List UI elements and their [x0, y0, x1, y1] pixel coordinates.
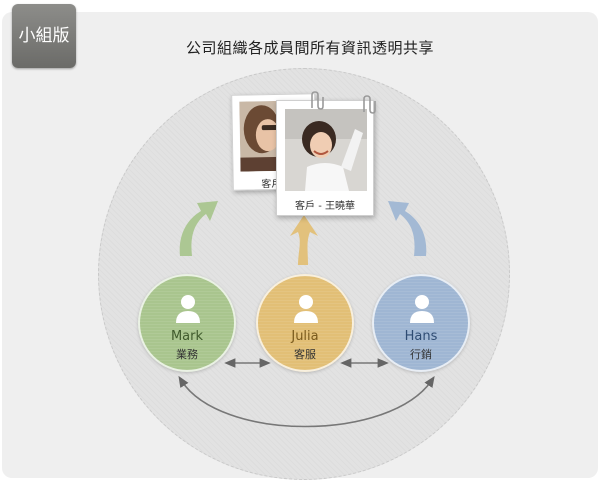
- member-role: 行銷: [410, 348, 432, 361]
- curved-up-arrow-icon: [388, 201, 427, 256]
- member-circle-julia: Julia 客服: [256, 274, 354, 372]
- member-name: Mark: [170, 329, 204, 344]
- client-photo: [285, 109, 367, 191]
- client-caption: 客戶 - 王曉華: [295, 201, 355, 212]
- member-role: 客服: [294, 348, 316, 361]
- client-photo-card: 客戶 - 王曉華: [276, 100, 374, 216]
- paper-clip-icon: [363, 95, 376, 114]
- member-name: Hans: [404, 329, 438, 344]
- curved-up-arrow-icon: [290, 215, 318, 265]
- paper-clip-icon: [311, 91, 324, 110]
- user-silhouette-icon: [176, 295, 200, 323]
- page-title: 公司組織各成員間所有資訊透明共享: [185, 39, 434, 57]
- user-silhouette-icon: [410, 295, 434, 323]
- edition-badge: 小組版: [12, 4, 76, 68]
- member-circle-mark: Mark 業務: [138, 274, 236, 372]
- user-silhouette-icon: [294, 295, 318, 323]
- edition-badge-label: 小組版: [18, 25, 70, 46]
- member-circle-hans: Hans 行銷: [372, 274, 470, 372]
- curved-up-arrow-icon: [179, 201, 218, 256]
- double-arrow-icon: [178, 375, 435, 428]
- member-name: Julia: [291, 329, 319, 344]
- member-role: 業務: [176, 348, 198, 361]
